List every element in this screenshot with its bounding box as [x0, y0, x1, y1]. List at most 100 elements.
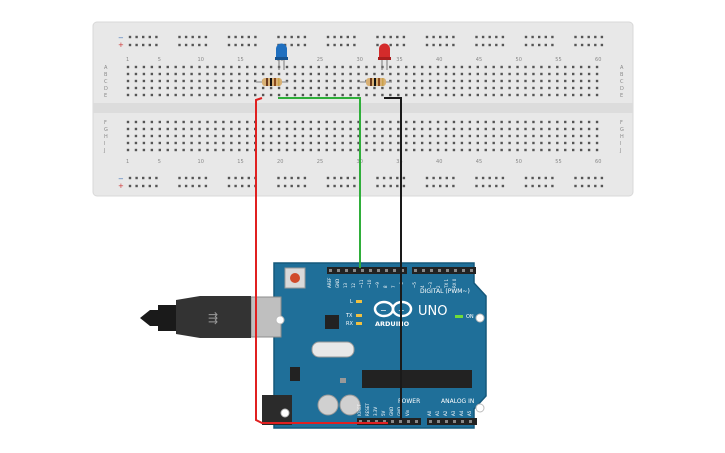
breadboard-hole	[158, 93, 161, 97]
rail-hole	[402, 176, 406, 180]
breadboard-hole	[492, 141, 495, 145]
breadboard-hole	[532, 141, 535, 145]
breadboard-hole	[357, 79, 360, 83]
red-wire[interactable]	[255, 97, 388, 424]
svg-text:−: −	[380, 306, 387, 315]
breadboard-hole	[150, 134, 154, 138]
breadboard-hole	[277, 120, 281, 124]
rail-hole	[142, 43, 145, 47]
breadboard-hole	[579, 86, 583, 90]
breadboard-hole	[142, 72, 146, 76]
rail-hole	[551, 35, 554, 39]
breadboard-hole	[373, 65, 376, 69]
resistor-1[interactable]	[256, 78, 288, 86]
rail-hole	[389, 35, 392, 39]
breadboard-hole	[341, 141, 344, 145]
breadboard-hole	[524, 120, 527, 124]
breadboard-hole	[508, 72, 511, 76]
breadboard-hole	[420, 141, 424, 145]
rail-hole	[155, 184, 158, 188]
row-letter: H	[620, 134, 624, 140]
breadboard-hole	[413, 93, 416, 97]
breadboard-center-channel	[93, 103, 633, 113]
digital-pin-label: RX 0	[452, 278, 457, 288]
breadboard-hole	[524, 127, 527, 131]
breadboard-hole	[293, 93, 297, 97]
breadboard-hole	[261, 148, 265, 152]
breadboard-hole	[397, 120, 400, 124]
breadboard-hole	[349, 148, 352, 152]
breadboard-hole	[524, 79, 527, 83]
rail-hole	[241, 35, 244, 39]
rail-hole	[346, 35, 349, 39]
red-led[interactable]	[378, 43, 391, 71]
breadboard-hole	[341, 127, 344, 131]
rail-hole	[574, 184, 577, 188]
breadboard-hole	[182, 86, 185, 90]
breadboard-hole	[540, 72, 543, 76]
breadboard-hole	[556, 127, 559, 131]
breadboard-hole	[556, 120, 559, 124]
breadboard-hole	[174, 93, 177, 97]
header-pin	[375, 420, 378, 423]
breadboard-hole	[214, 134, 217, 138]
breadboard-hole	[524, 93, 527, 97]
rail-hole	[198, 184, 201, 188]
rail-hole	[524, 43, 528, 47]
rail-hole	[524, 35, 528, 39]
breadboard-hole	[166, 120, 169, 124]
digital-pin-label: 4	[420, 285, 425, 288]
arduino-uno-board[interactable]: − + ARDUINO UNO DIGITAL (PWM~) ANALOG IN…	[250, 262, 487, 429]
breadboard-hole	[564, 65, 567, 69]
header-pin	[414, 269, 417, 272]
blue-led[interactable]	[275, 43, 288, 71]
breadboard-hole	[540, 127, 543, 131]
analog-pin-label: A5	[467, 410, 472, 416]
rail-hole	[544, 176, 547, 180]
breadboard-hole	[246, 86, 249, 90]
power-pin-label: 5V	[381, 410, 386, 416]
rail-hole	[551, 43, 554, 47]
breadboard-hole	[166, 65, 169, 69]
breadboard-hole	[365, 141, 368, 145]
breadboard-hole	[468, 93, 472, 97]
breadboard-hole	[198, 65, 201, 69]
breadboard-hole	[190, 86, 193, 90]
breadboard-hole	[516, 120, 519, 124]
row-letter: H	[104, 134, 108, 140]
rail-hole	[290, 176, 293, 180]
resistor-2[interactable]	[360, 78, 392, 86]
rail-hole	[204, 176, 208, 180]
breadboard-hole	[174, 120, 177, 124]
breadboard-hole	[349, 65, 352, 69]
rail-hole	[142, 35, 145, 39]
breadboard-hole	[285, 127, 289, 131]
breadboard-hole	[572, 134, 575, 138]
breadboard-hole	[134, 86, 138, 90]
rail-hole	[297, 184, 300, 188]
breadboard-hole	[484, 120, 487, 124]
rail-hole	[353, 176, 356, 180]
breadboard-hole	[420, 134, 424, 138]
breadboard-hole	[532, 127, 535, 131]
header-pin	[437, 420, 440, 423]
breadboard-hole	[142, 86, 146, 90]
breadboard-hole	[261, 134, 265, 138]
black-wire[interactable]	[384, 97, 402, 420]
breadboard-hole	[420, 72, 424, 76]
breadboard-hole	[524, 141, 527, 145]
breadboard-hole	[452, 148, 456, 152]
red-led-rim	[378, 57, 391, 60]
breadboard-hole	[206, 120, 209, 124]
breadboard-hole	[468, 134, 472, 138]
green-wire[interactable]	[278, 97, 361, 268]
digital-pin-label: ~11	[359, 279, 364, 288]
row-letter: A	[620, 65, 624, 71]
breadboard-hole	[325, 134, 328, 138]
breadboard-hole	[182, 141, 185, 145]
rail-hole	[538, 35, 541, 39]
rail-hole	[155, 43, 158, 47]
rail-hole	[580, 35, 584, 39]
breadboard-hole	[397, 65, 400, 69]
breadboard-hole	[182, 120, 185, 124]
